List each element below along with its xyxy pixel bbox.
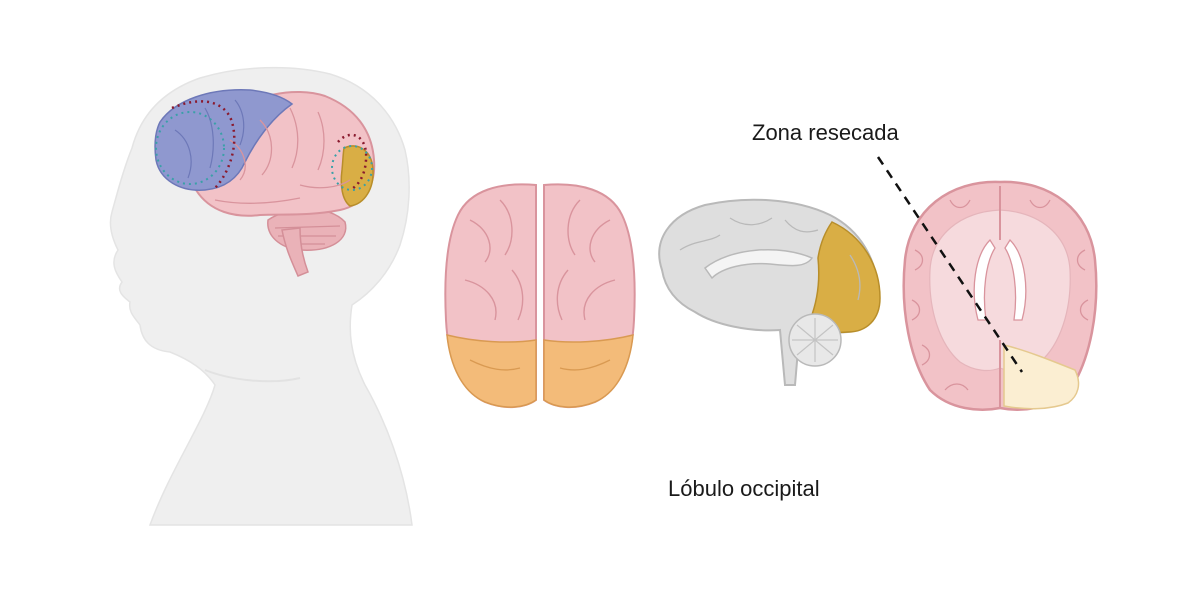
resected-zone-pointer-line <box>876 156 1024 373</box>
brain-axial-section <box>902 180 1098 411</box>
brain-top-view <box>444 183 636 408</box>
brain-sagittal-view <box>658 198 881 386</box>
lateral-brain <box>154 89 376 277</box>
occipital-lobe-label: Lóbulo occipital <box>668 476 820 501</box>
resected-zone-label: Zona resecada <box>752 120 899 145</box>
